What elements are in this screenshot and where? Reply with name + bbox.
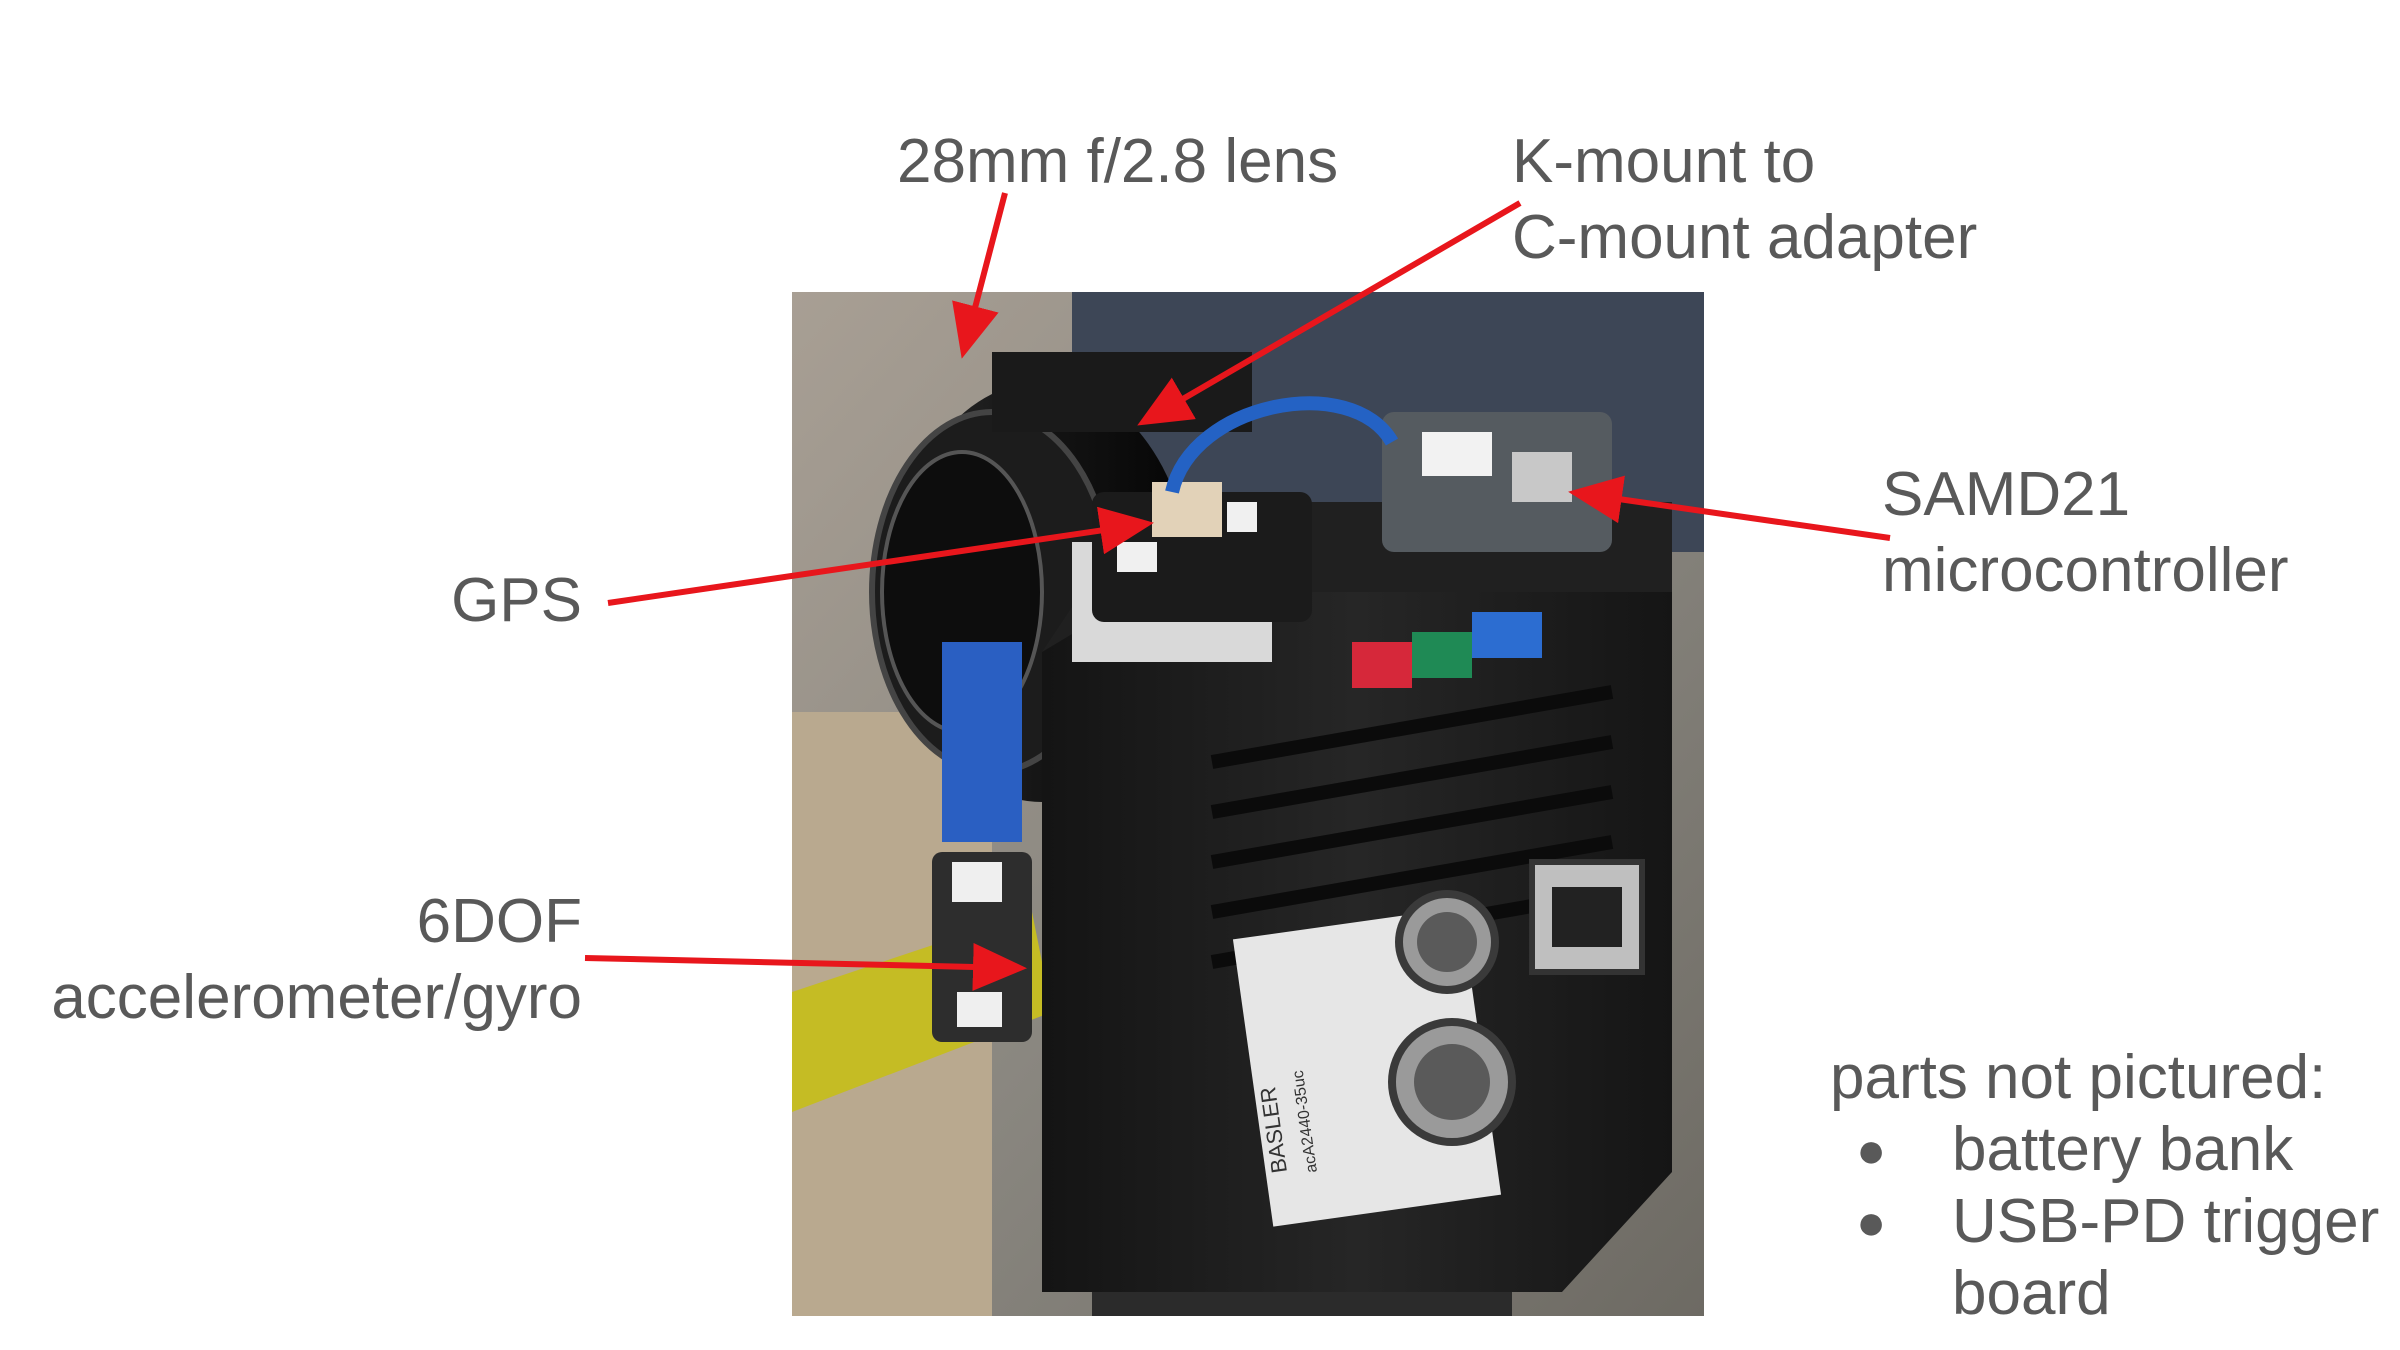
bullet-icon: ● [1856,1122,1887,1178]
ethernet-socket [1552,887,1622,947]
samd21-arrow [1568,475,1891,541]
not-pictured-list: parts not pictured: ● battery bank ● USB… [1830,1042,2379,1330]
gpio-connector-inner [1417,912,1477,972]
adapter-arrow [1137,200,1522,426]
imu-label: 6DOF accelerometer/gyro [30,884,582,1036]
adapter-label-line2: C-mount adapter [1512,203,1978,272]
samd21-label-line1: SAMD21 [1882,460,2131,529]
adapter-ring [992,352,1252,432]
green-tab [1412,632,1472,678]
gps-arrow [607,506,1154,606]
camera-photo: BASLER acA2440-35uc [792,292,1704,1316]
list-item-text: battery bank [1952,1115,2294,1184]
imu-label-line2: accelerometer/gyro [51,963,582,1032]
list-item-text-cont: board [1952,1259,2111,1328]
cable [1165,396,1399,494]
imu-label-line1: 6DOF [416,887,582,956]
not-pictured-heading: parts not pictured: [1830,1043,2327,1112]
bullet-icon: ● [1856,1194,1887,1250]
lens-arrow [952,192,1008,359]
imu-arrow [584,942,1027,991]
list-item: ● battery bank [1830,1114,2379,1186]
red-tab [1352,642,1412,688]
adapter-label: K-mount to C-mount adapter [1512,124,1977,276]
list-item: ● USB-PD trigger board [1830,1186,2379,1330]
lens-label: 28mm f/2.8 lens [897,127,1339,196]
samd21-label-line2: microcontroller [1882,536,2289,605]
gps-label: GPS [451,566,582,635]
blue-tape [942,642,1022,842]
power-connector-inner [1414,1044,1490,1120]
list-item-text: USB-PD trigger [1952,1187,2380,1256]
samd21-label: SAMD21 microcontroller [1882,457,2289,609]
blue-tab [1472,612,1542,658]
adapter-label-line1: K-mount to [1512,127,1816,196]
samd21-board [1382,412,1612,552]
